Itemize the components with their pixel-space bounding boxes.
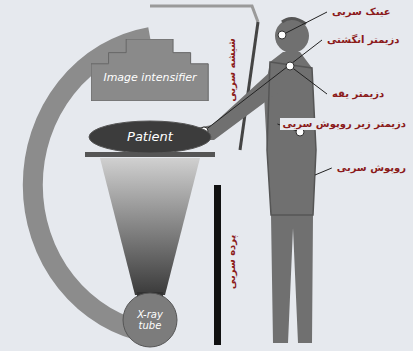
leader-line	[290, 66, 327, 94]
lead-glasses-label: عینک سربی	[330, 6, 393, 18]
shield-arm	[150, 6, 258, 22]
staff-silhouette	[196, 19, 316, 343]
leader-line	[315, 168, 332, 175]
node-label: X-ray tube	[130, 309, 170, 331]
xray-tube-circle: X-ray tube	[122, 292, 178, 348]
x-ray-beam	[100, 158, 200, 295]
image-intensifier: Image intensifier	[91, 39, 208, 101]
finger-dosimeter-label: دزیمتر انگشتی	[325, 34, 402, 46]
lead-curtain	[214, 185, 221, 345]
patient-ellipse: Patient	[88, 120, 212, 154]
lead-apron-label: روپوش سربی	[335, 162, 408, 174]
dosimeter-dot	[286, 62, 294, 70]
node-label: Patient	[127, 130, 173, 144]
cap	[282, 18, 306, 24]
node-label: Image intensifier	[103, 72, 196, 84]
lead-glass-label: شیشه سربی	[226, 36, 238, 104]
under-apron-dosimeter-label: دزیمتر زیر روپوش سربی	[280, 118, 408, 130]
dosimeter-dot	[278, 31, 286, 39]
lead-apron-outline	[267, 62, 316, 215]
lead-curtain-label: پرده سربی	[226, 233, 238, 291]
leader-line	[282, 12, 327, 35]
node-shape	[91, 39, 208, 101]
collar-dosimeter-label: دزیمتر یقه	[330, 88, 386, 100]
